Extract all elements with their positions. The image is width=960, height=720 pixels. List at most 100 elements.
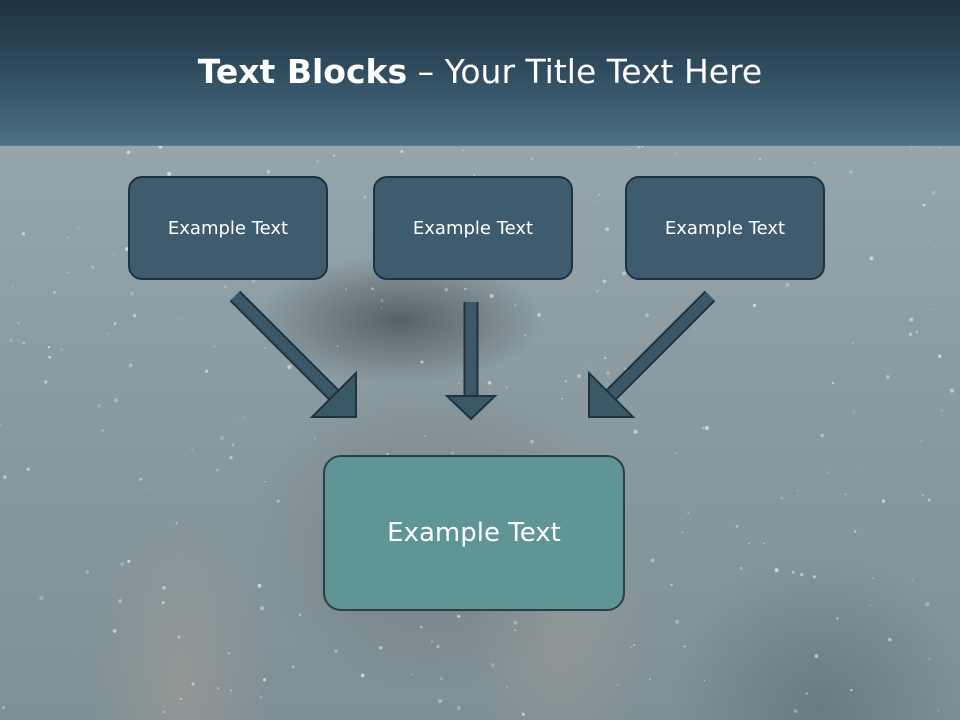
water-droplet [167, 171, 172, 176]
water-droplet [112, 253, 115, 256]
water-droplet [524, 334, 527, 336]
water-droplet [213, 345, 216, 348]
text-block-3[interactable]: Example Text [625, 176, 825, 280]
water-droplet [648, 678, 651, 681]
water-droplet [101, 429, 105, 432]
water-droplet [747, 542, 750, 545]
water-droplet [204, 369, 209, 373]
water-droplet [735, 525, 739, 528]
water-droplet [632, 644, 635, 646]
water-droplet [885, 375, 890, 380]
water-droplet [237, 421, 239, 424]
water-droplet [132, 314, 137, 318]
water-droplet [120, 561, 125, 566]
water-droplet [925, 602, 930, 607]
water-droplet [949, 388, 955, 393]
water-droplet [26, 467, 30, 471]
arrow-center [444, 302, 498, 421]
water-droplet [805, 692, 808, 695]
water-droplet [681, 531, 683, 534]
water-droplet [621, 271, 627, 276]
water-droplet [291, 665, 295, 669]
water-droplet [161, 601, 165, 605]
water-droplet [9, 338, 13, 343]
water-droplet [687, 511, 690, 514]
text-block-2[interactable]: Example Text [373, 176, 573, 280]
water-droplet [594, 201, 596, 203]
water-droplet [576, 374, 581, 378]
water-droplet [602, 279, 607, 284]
water-droplet [683, 645, 686, 648]
water-droplet [17, 339, 20, 342]
water-droplet [386, 453, 389, 456]
text-block-1-label: Example Text [167, 217, 289, 239]
water-droplet [616, 684, 619, 686]
water-droplet [400, 150, 404, 154]
water-droplet [911, 579, 913, 581]
water-droplet [97, 403, 101, 408]
water-droplet [287, 365, 292, 370]
water-droplet [236, 578, 238, 580]
water-droplet [419, 625, 423, 629]
water-droplet [227, 652, 231, 655]
water-droplet [506, 686, 508, 689]
water-droplet [606, 370, 611, 375]
text-block-1[interactable]: Example Text [128, 176, 328, 280]
water-droplet [844, 493, 847, 496]
water-droplet [47, 346, 51, 349]
water-droplet [139, 477, 143, 481]
water-droplet [739, 566, 743, 571]
water-droplet [21, 232, 26, 236]
water-droplet [932, 308, 935, 310]
water-droplet [224, 285, 227, 288]
text-block-2-label: Example Text [412, 217, 534, 239]
water-droplet [53, 291, 56, 294]
water-droplet [266, 169, 271, 174]
water-droplet [564, 380, 567, 383]
slide-title: Text Blocks – Your Title Text Here [0, 52, 960, 91]
water-droplet [594, 226, 596, 228]
target-block-label: Example Text [387, 518, 561, 548]
water-droplet [191, 447, 194, 450]
water-droplet [537, 313, 541, 317]
water-droplet [456, 706, 461, 711]
water-droplet [126, 150, 131, 155]
water-droplet [939, 147, 941, 149]
water-droplet [675, 152, 678, 155]
water-droplet [909, 317, 914, 322]
water-droplet [871, 577, 874, 579]
water-droplet [128, 363, 133, 368]
water-droplet [851, 342, 854, 345]
water-droplet [251, 279, 256, 283]
water-droplet [869, 604, 871, 607]
water-droplet [112, 629, 117, 633]
water-droplet [881, 499, 886, 503]
water-droplet [229, 455, 233, 460]
water-droplet [148, 488, 150, 490]
water-droplet [462, 149, 464, 152]
water-droplet [371, 287, 374, 290]
water-droplet [130, 291, 134, 296]
water-droplet [704, 425, 710, 431]
water-droplet [941, 409, 943, 412]
water-droplet [378, 646, 383, 650]
water-droplet [531, 157, 534, 161]
water-droplet [264, 480, 267, 483]
water-droplet [22, 341, 26, 345]
water-droplet [216, 468, 220, 472]
title-bar: Text Blocks – Your Title Text Here [0, 0, 960, 146]
water-droplet [450, 451, 455, 455]
water-droplet [605, 227, 610, 232]
water-droplet [675, 619, 680, 624]
water-droplet [852, 411, 856, 414]
water-droplet [162, 585, 166, 590]
water-droplet [702, 427, 705, 429]
water-droplet [514, 629, 517, 632]
water-droplet [473, 173, 476, 176]
water-droplet [597, 193, 601, 196]
water-droplet [113, 322, 117, 325]
target-block[interactable]: Example Text [323, 455, 625, 611]
water-droplet [124, 247, 129, 251]
water-droplet [641, 145, 644, 148]
